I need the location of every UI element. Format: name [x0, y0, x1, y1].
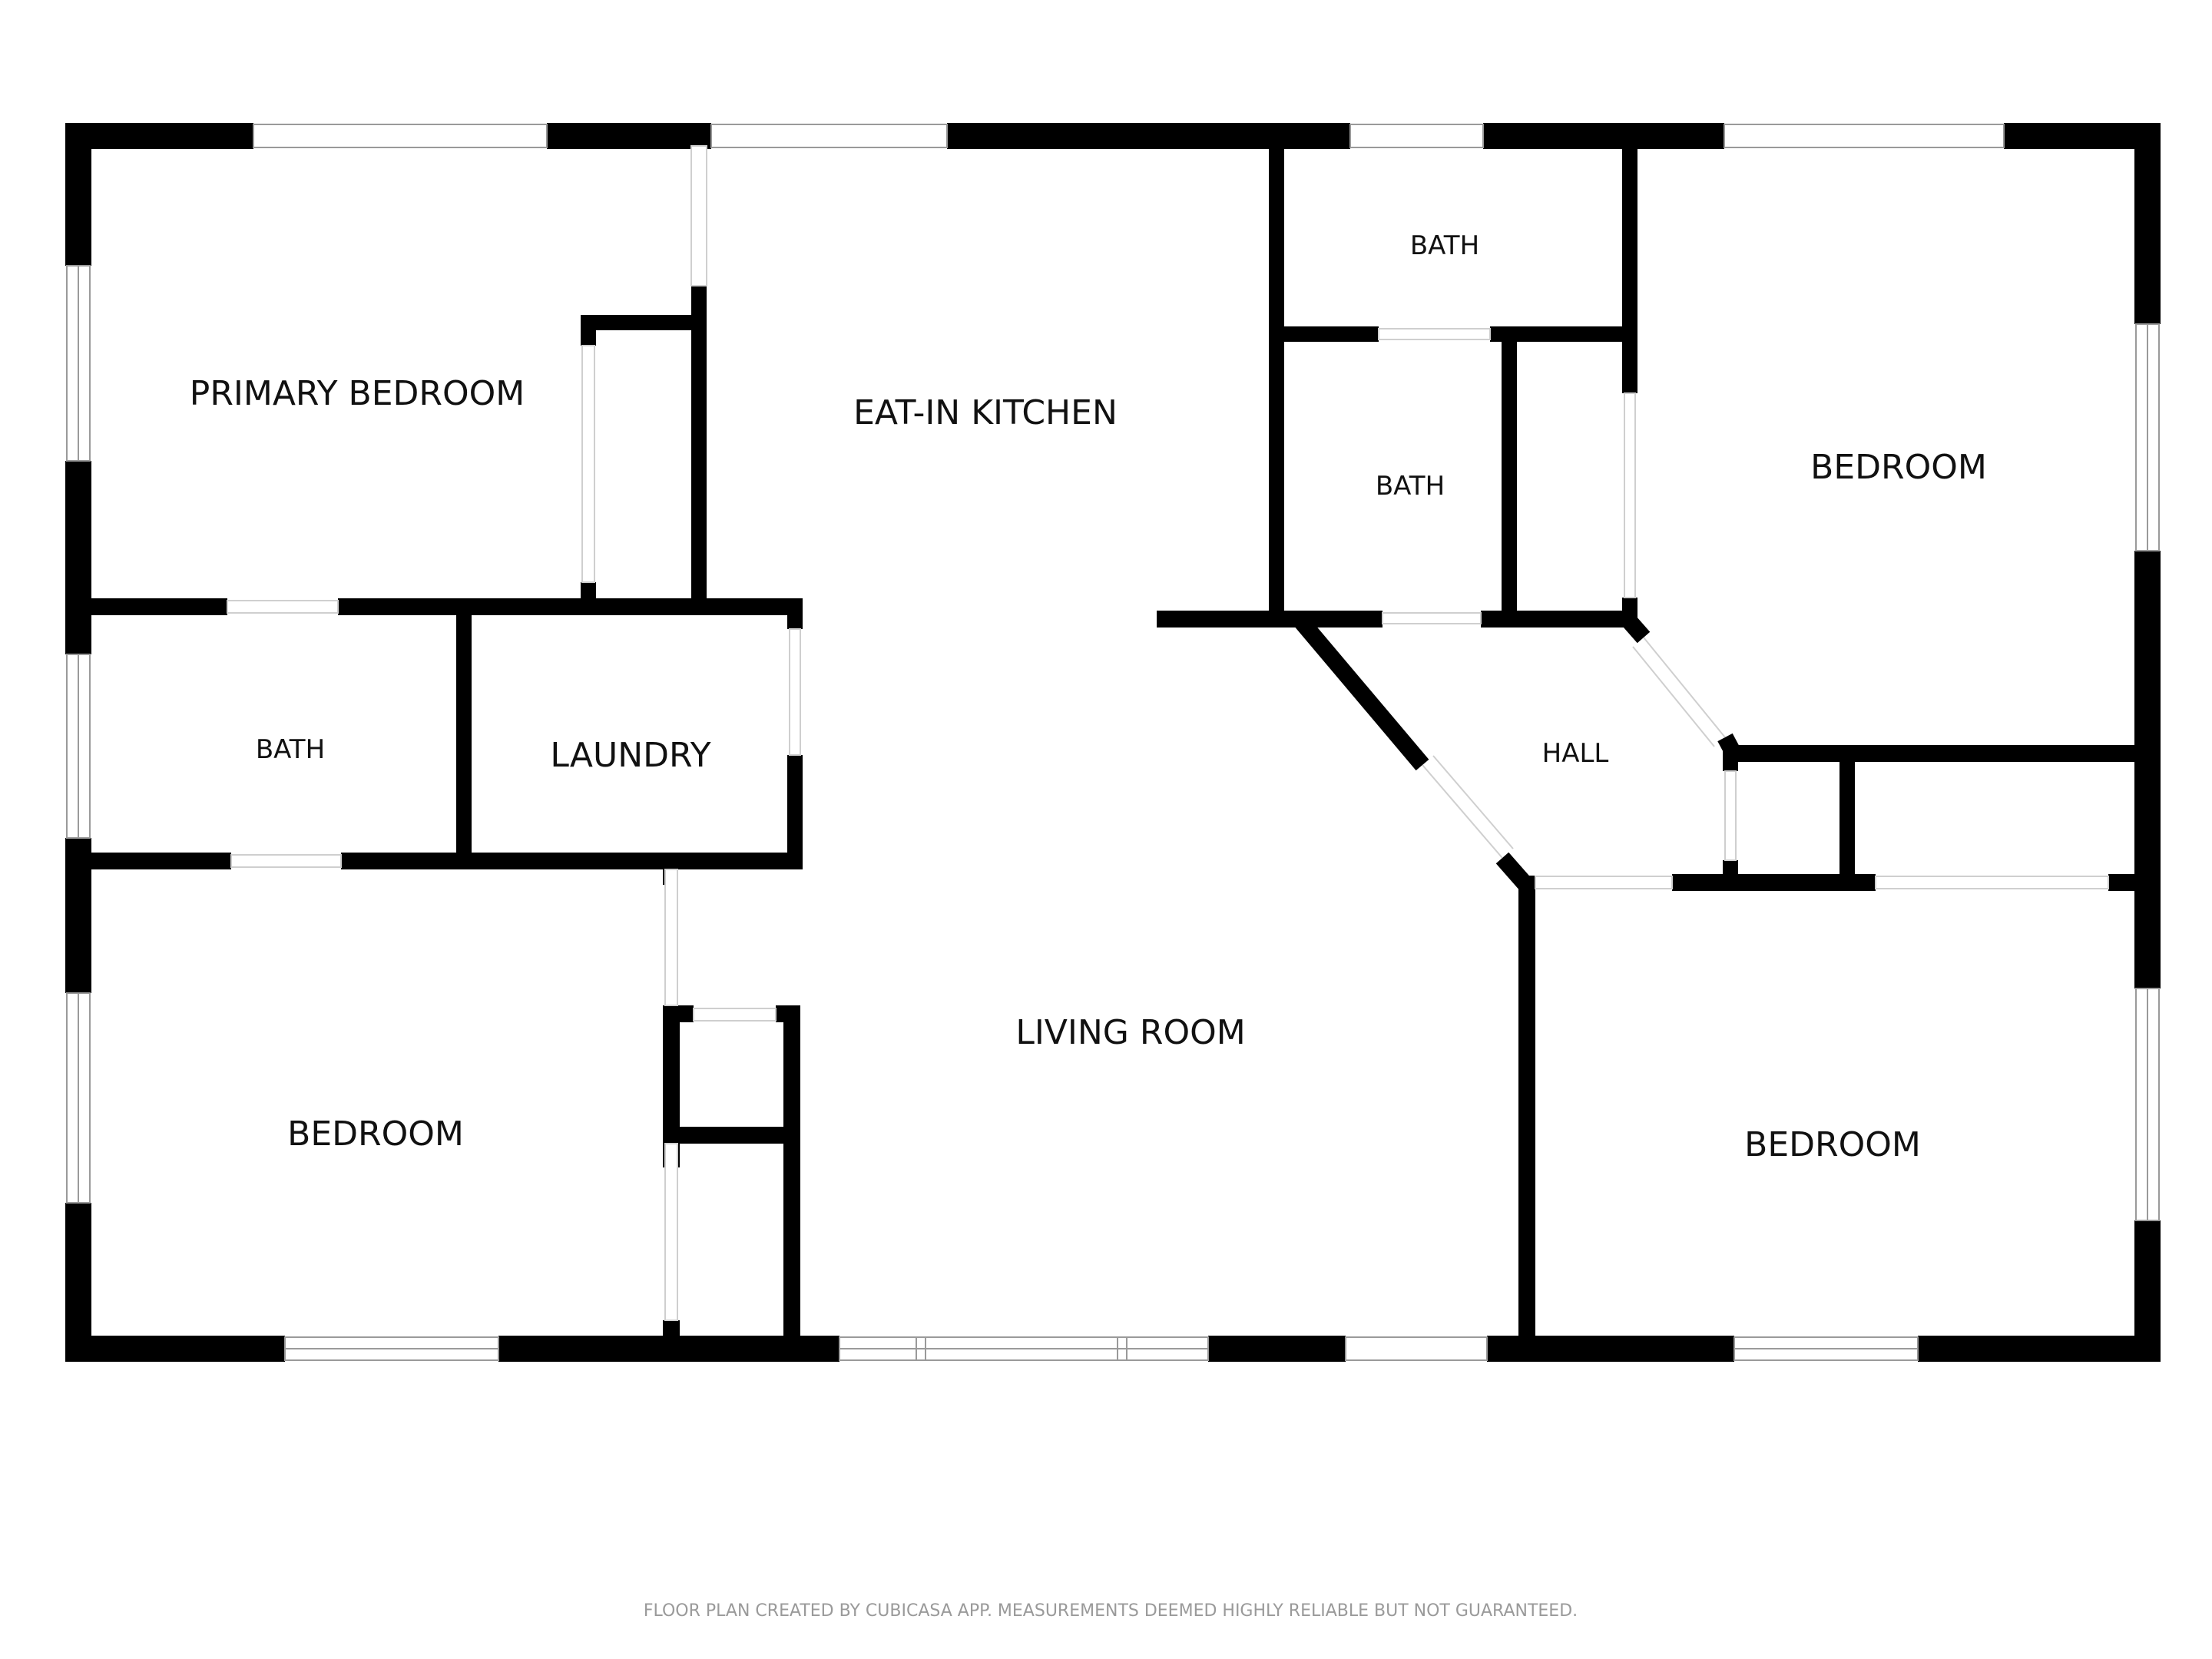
diagonal-openings: [1422, 637, 1726, 859]
interior-walls: [65, 123, 2161, 1362]
label-bedroom-right-bottom: BEDROOM: [1744, 1125, 1921, 1164]
label-eat-in-kitchen: EAT-IN KITCHEN: [853, 393, 1118, 432]
interior-openings: [227, 145, 2109, 1321]
exterior-windows: [66, 124, 2160, 1361]
label-laundry: LAUNDRY: [550, 736, 710, 775]
room-labels: PRIMARY BEDROOM EAT-IN KITCHEN BATH BATH…: [190, 230, 1987, 1164]
label-bath-middle: BATH: [1376, 471, 1445, 502]
label-living-room: LIVING ROOM: [1015, 1013, 1245, 1052]
label-bath-top: BATH: [1410, 230, 1479, 261]
label-bath-left: BATH: [256, 734, 325, 765]
label-bedroom-right-top: BEDROOM: [1810, 448, 1987, 487]
label-primary-bedroom: PRIMARY BEDROOM: [190, 374, 525, 413]
label-bedroom-left-bottom: BEDROOM: [287, 1114, 464, 1154]
exterior-walls: [65, 123, 2161, 1362]
hall-diagonal-walls: [1295, 612, 1745, 889]
footer-disclaimer: FLOOR PLAN CREATED BY CUBICASA APP. MEAS…: [644, 1601, 1578, 1621]
label-hall: HALL: [1542, 738, 1609, 769]
